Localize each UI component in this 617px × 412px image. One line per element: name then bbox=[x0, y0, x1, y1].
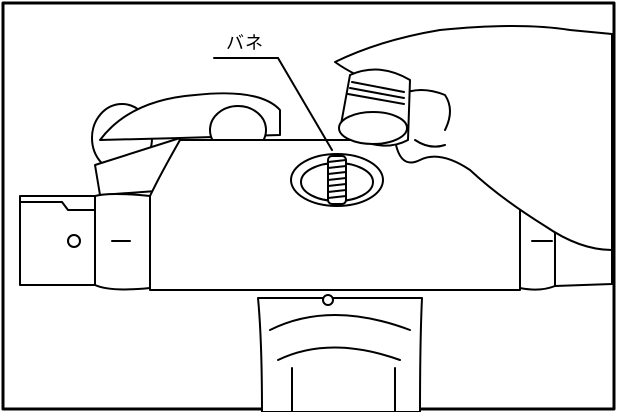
callout-leader bbox=[278, 58, 332, 150]
hand-with-cap bbox=[335, 26, 612, 250]
rear-handle bbox=[92, 93, 280, 195]
cartridge-opening bbox=[291, 154, 383, 206]
faucet-body bbox=[20, 140, 612, 412]
spring-label: バネ bbox=[226, 33, 264, 54]
spring bbox=[328, 156, 346, 204]
lower-stem bbox=[258, 298, 422, 412]
